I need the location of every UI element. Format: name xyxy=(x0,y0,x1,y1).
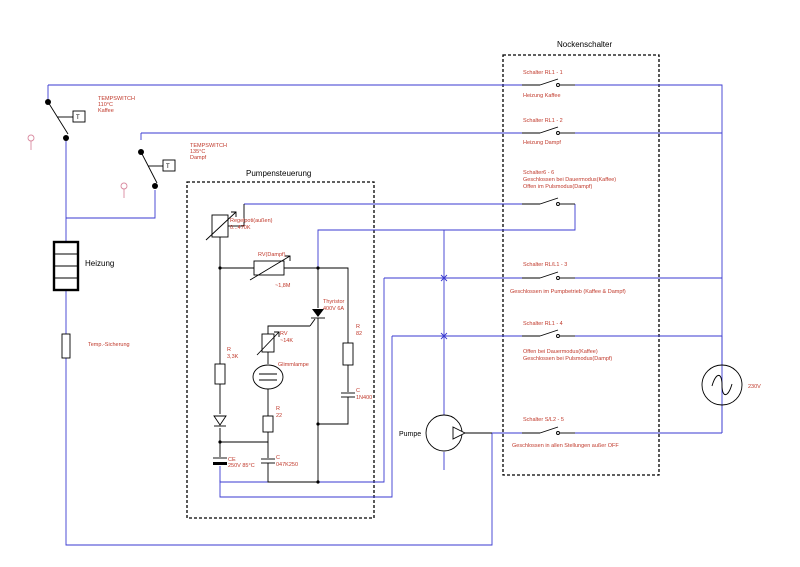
regelpoti xyxy=(211,214,229,238)
tempswitch-dampf: T TEMPSWITCH 135°C Dampf xyxy=(120,143,227,198)
tempswitch2-temp: 135°C xyxy=(190,149,205,155)
pumpensteuerung-box xyxy=(186,181,375,519)
switch-2-name: Schalter RL1 - 2 xyxy=(523,118,563,124)
nockenschalter-title: Nockenschalter xyxy=(557,40,612,49)
r82-value: 82 xyxy=(356,331,362,337)
c1n-name: C xyxy=(356,388,360,394)
wiring xyxy=(47,84,723,546)
c1n-value: 1N400 xyxy=(356,395,372,401)
rv14k-name: RV xyxy=(280,331,288,337)
rv14k-value: ~14K xyxy=(280,338,293,344)
tempswitch-kaffee: T TEMPSWITCH 110°C Kaffee xyxy=(27,96,135,150)
poti-value: 0...470K xyxy=(230,225,251,231)
thermostat-box-2 xyxy=(162,159,176,172)
c047-name: C xyxy=(276,455,280,461)
thyristor-value: 400V 6A xyxy=(323,306,344,312)
capacitor-ce: CE 250V 85°C xyxy=(213,457,255,469)
rv-dampf-value: ~1,8M xyxy=(275,283,291,289)
resistor-3k3 xyxy=(214,363,226,385)
pump: Pumpe xyxy=(399,414,492,452)
thyristor: Thyristor 400V 6A xyxy=(267,269,345,482)
cam-switches: Schalter RL1 - 1 Heizung Kaffee Schalter… xyxy=(510,70,626,449)
crossing-marks xyxy=(440,274,448,340)
switch-6-desc: Geschlossen in allen Stellungen außer OF… xyxy=(512,443,619,449)
switch-rl1-1: Schalter RL1 - 1 Heizung Kaffee xyxy=(522,70,575,99)
r22-value: 22 xyxy=(276,413,282,419)
rv-dampf xyxy=(253,260,285,276)
pumpe-label: Pumpe xyxy=(399,431,421,438)
tempswitch1-mode: Kaffee xyxy=(98,108,114,114)
ce-name: CE xyxy=(228,457,236,463)
poti-name: Regelpoti(außen) xyxy=(230,218,273,224)
resistor-22 xyxy=(262,415,274,433)
tempswitch2-mode: Dampf xyxy=(190,155,207,161)
t-label-1: T xyxy=(76,115,80,121)
r33-value: 3,3K xyxy=(227,354,239,360)
switch-4-name: Schalter RL/L1 - 3 xyxy=(523,262,567,268)
r82-name: R xyxy=(356,324,360,330)
pump-control-circuit: Regelpoti(außen) 0...470K R 3,3K CE 250V… xyxy=(205,204,372,484)
switch-6-6: Schalter6 - 6 Geschlossen bei Dauermodus… xyxy=(522,170,616,206)
thermal-fuse: Temp.-Sicherung xyxy=(61,333,130,359)
switch-4-desc: Geschlossen im Pumpbetrieb (Kaffee & Dam… xyxy=(510,289,626,295)
switch-2-desc: Heizung Dampf xyxy=(523,140,561,146)
ac-supply: 230V xyxy=(701,364,761,406)
thermostat-box-1 xyxy=(72,110,86,123)
pumpensteuerung-title: Pumpensteuerung xyxy=(246,169,311,178)
switch-5-desc1: Offen bei Dauermodus(Kaffee) xyxy=(523,349,598,355)
switch-1-name: Schalter RL1 - 1 xyxy=(523,70,563,76)
tempswitch2-title: TEMPSWITCH xyxy=(190,143,227,149)
r33-name: R xyxy=(227,347,231,353)
thyristor-name: Thyristor xyxy=(323,299,345,305)
switch-rl1-4: Schalter RL1 - 4 Offen bei Dauermodus(Ka… xyxy=(522,321,612,362)
switch-rl-l1-3: Schalter RL/L1 - 3 Geschlossen im Pumpbe… xyxy=(510,262,626,295)
r22-name: R xyxy=(276,406,280,412)
switch-1-desc: Heizung Kaffee xyxy=(523,93,561,99)
switch-3-name: Schalter6 - 6 xyxy=(523,170,554,176)
ce-value: 250V 85°C xyxy=(228,463,255,469)
switch-s-l2-5: Schalter S/L2 - 5 Geschlossen in allen S… xyxy=(512,417,619,449)
tempswitch1-title: TEMPSWITCH xyxy=(98,96,135,102)
switch-6-name: Schalter S/L2 - 5 xyxy=(523,417,564,423)
tempswitch1-temp: 110°C xyxy=(98,102,113,108)
heater: Heizung xyxy=(52,240,114,292)
c047-value: 047K250 xyxy=(276,462,298,468)
switch-3-desc1: Geschlossen bei Dauermodus(Kaffee) xyxy=(523,177,616,183)
glow-lamp: Glimmlampe xyxy=(252,362,309,390)
nockenschalter-box xyxy=(502,54,660,476)
switch-3-desc2: Offen im Pulsmodus(Dampf) xyxy=(523,184,592,190)
glimm-label: Glimmlampe xyxy=(278,362,309,368)
t-label-2: T xyxy=(166,164,170,170)
diode xyxy=(213,415,227,427)
resistor-82 xyxy=(342,342,354,366)
switch-5-desc2: Geschlossen bei Pulsmodus(Dampf) xyxy=(523,356,612,362)
heizung-label: Heizung xyxy=(85,259,114,268)
rv-dampf-name: RV(Dampf) xyxy=(258,252,286,258)
supply-label: 230V xyxy=(748,384,761,390)
switch-5-name: Schalter RL1 - 4 xyxy=(523,321,563,327)
switch-rl1-2: Schalter RL1 - 2 Heizung Dampf xyxy=(522,118,575,146)
sicherung-label: Temp.-Sicherung xyxy=(88,342,130,348)
